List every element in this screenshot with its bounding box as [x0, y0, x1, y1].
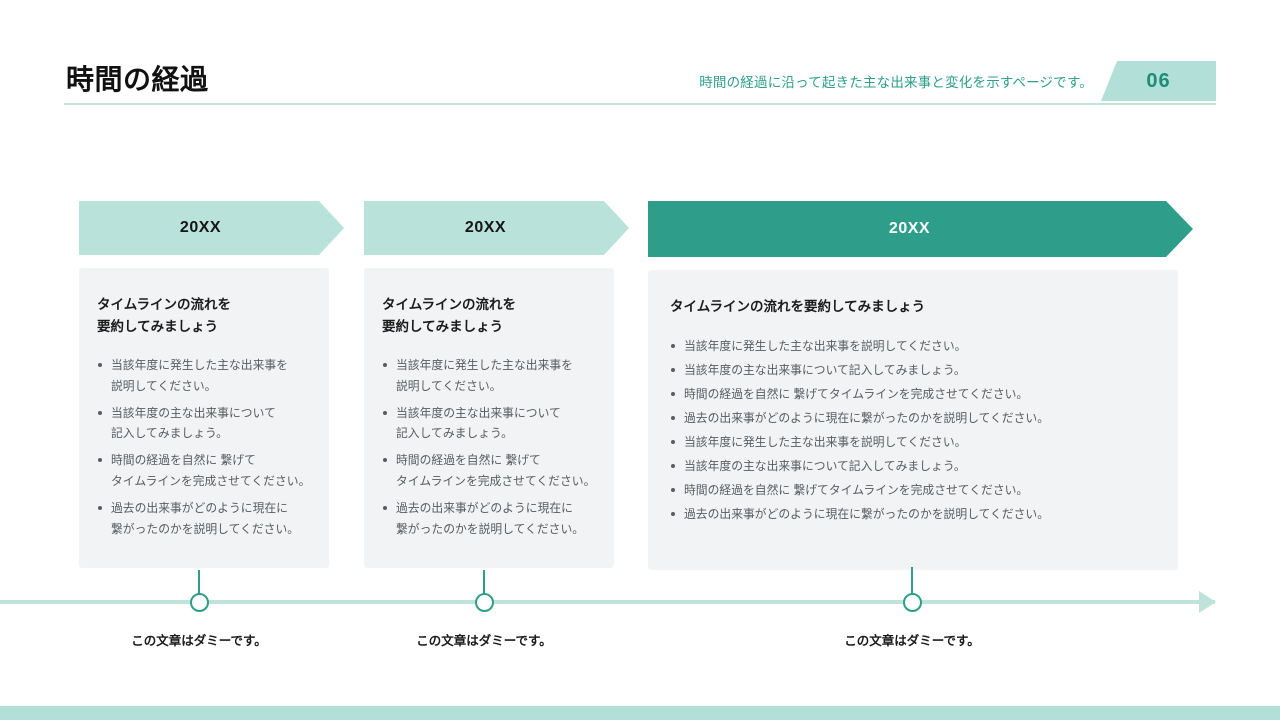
timeline-card-3-year: 20XX	[888, 220, 931, 237]
list-item: 過去の出来事がどのように現在に繋がったのかを説明してください。	[670, 408, 1156, 429]
list-item: 時間の経過を自然に 繋げて タイムラインを完成させてください。	[97, 450, 311, 492]
timeline-axis	[0, 600, 1215, 604]
timeline-card-2-year: 20XX	[464, 219, 507, 236]
timeline-card-2[interactable]: 20XX タイムラインの流れを 要約してみましょう 当該年度に発生した主な出来事…	[364, 201, 629, 568]
page-number-badge: 06	[1101, 61, 1216, 101]
timeline-arrow-icon	[1199, 591, 1216, 613]
list-item: 過去の出来事がどのように現在に 繋がったのかを説明してください。	[97, 498, 311, 540]
list-item: 当該年度に発生した主な出来事を 説明してください。	[97, 355, 311, 397]
list-item: 当該年度の主な出来事について記入してみましょう。	[670, 360, 1156, 381]
timeline-card-2-bullets: 当該年度に発生した主な出来事を 説明してください。 当該年度の主な出来事について…	[382, 355, 596, 541]
timeline-marker-stem-1	[198, 570, 200, 602]
timeline-marker-stem-3	[911, 567, 913, 602]
timeline-card-3-header: 20XX	[648, 201, 1193, 257]
timeline-card-1-year: 20XX	[179, 219, 222, 236]
list-item: 当該年度の主な出来事について 記入してみましょう。	[97, 403, 311, 445]
chevron-shape-icon	[364, 201, 629, 255]
timeline-card-2-body: タイムラインの流れを 要約してみましょう 当該年度に発生した主な出来事を 説明し…	[364, 268, 614, 568]
slide-header: 時間の経過 時間の経過に沿って起きた主な出来事と変化を示すページです。 06	[0, 0, 1280, 105]
header-divider	[64, 103, 1216, 105]
timeline-card-1-bullets: 当該年度に発生した主な出来事を 説明してください。 当該年度の主な出来事について…	[97, 355, 311, 541]
chevron-shape-icon	[79, 201, 344, 255]
list-item: 時間の経過を自然に 繋げてタイムラインを完成させてください。	[670, 480, 1156, 501]
timeline-marker-stem-2	[483, 570, 485, 602]
timeline-card-2-header: 20XX	[364, 201, 629, 255]
footer-band	[0, 706, 1280, 720]
timeline-marker-dot-3[interactable]	[903, 593, 922, 612]
timeline-caption-2: この文章はダミーです。	[416, 634, 552, 648]
page-number-label: 06	[1146, 69, 1171, 92]
header-subtitle: 時間の経過に沿って起きた主な出来事と変化を示すページです。	[699, 75, 1093, 90]
chevron-shape-icon	[648, 201, 1193, 257]
timeline-card-1[interactable]: 20XX タイムラインの流れを 要約してみましょう 当該年度に発生した主な出来事…	[79, 201, 344, 568]
timeline-marker-dot-1[interactable]	[190, 593, 209, 612]
list-item: 過去の出来事がどのように現在に繋がったのかを説明してください。	[670, 504, 1156, 525]
list-item: 過去の出来事がどのように現在に 繋がったのかを説明してください。	[382, 498, 596, 540]
list-item: 当該年度の主な出来事について記入してみましょう。	[670, 456, 1156, 477]
timeline-card-1-header: 20XX	[79, 201, 344, 255]
timeline-card-3-body: タイムラインの流れを要約してみましょう 当該年度に発生した主な出来事を説明してく…	[648, 270, 1178, 570]
list-item: 当該年度に発生した主な出来事を説明してください。	[670, 336, 1156, 357]
list-item: 当該年度に発生した主な出来事を説明してください。	[670, 432, 1156, 453]
timeline-card-3-bullets: 当該年度に発生した主な出来事を説明してください。 当該年度の主な出来事について記…	[670, 336, 1156, 525]
timeline-caption-3: この文章はダミーです。	[844, 634, 980, 648]
timeline-card-2-heading: タイムラインの流れを 要約してみましょう	[382, 297, 517, 335]
timeline-card-3[interactable]: 20XX タイムラインの流れを要約してみましょう 当該年度に発生した主な出来事を…	[648, 201, 1193, 570]
list-item: 時間の経過を自然に 繋げてタイムラインを完成させてください。	[670, 384, 1156, 405]
list-item: 当該年度の主な出来事について 記入してみましょう。	[382, 403, 596, 445]
timeline-caption-1: この文章はダミーです。	[131, 634, 267, 648]
list-item: 時間の経過を自然に 繋げて タイムラインを完成させてください。	[382, 450, 596, 492]
timeline-card-1-heading: タイムラインの流れを 要約してみましょう	[97, 297, 232, 335]
page-title: 時間の経過	[66, 64, 209, 95]
timeline-card-1-body: タイムラインの流れを 要約してみましょう 当該年度に発生した主な出来事を 説明し…	[79, 268, 329, 568]
list-item: 当該年度に発生した主な出来事を 説明してください。	[382, 355, 596, 397]
timeline-card-3-heading: タイムラインの流れを要約してみましょう	[670, 299, 926, 314]
timeline-marker-dot-2[interactable]	[475, 593, 494, 612]
